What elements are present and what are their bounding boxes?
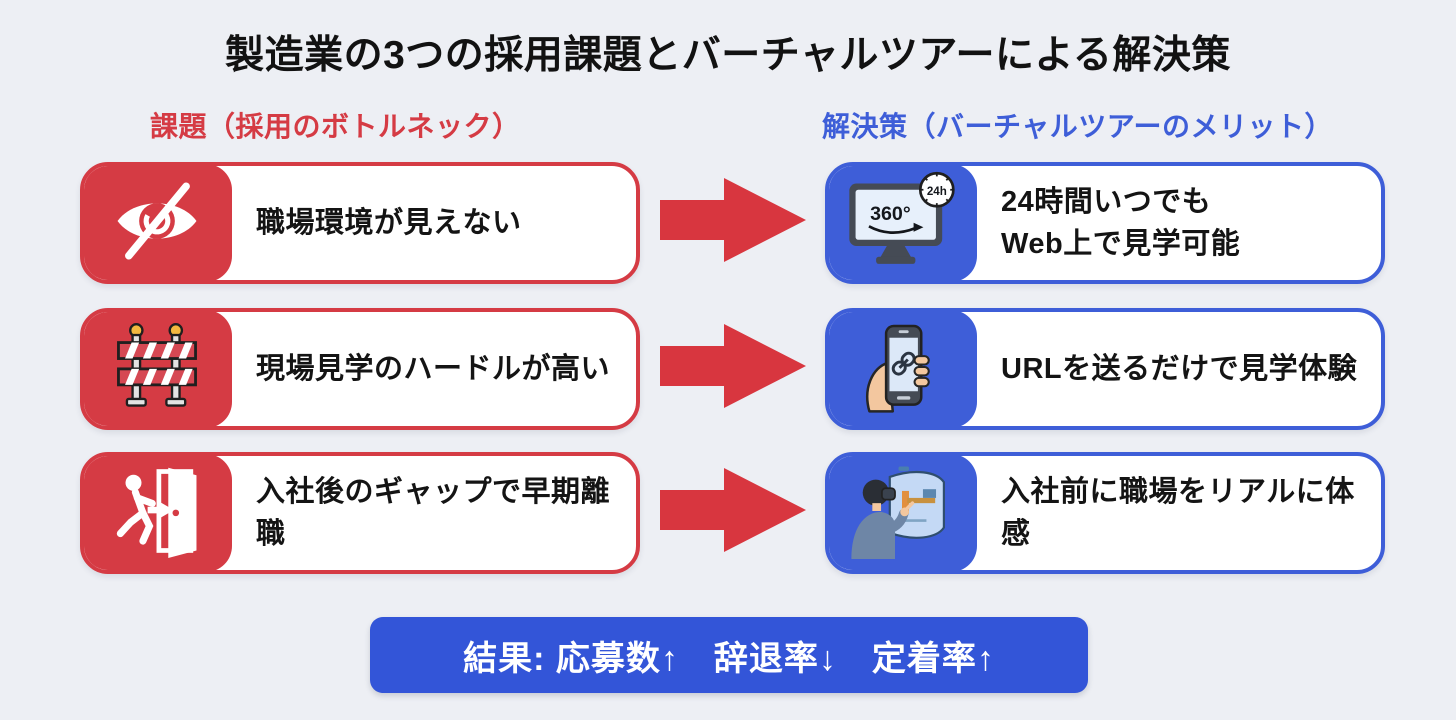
- solution-text-1: 24時間いつでも Web上で見学可能: [1001, 185, 1241, 260]
- exit-door-icon: [110, 464, 204, 563]
- arrow-right-icon: [660, 468, 806, 552]
- arrow-right-icon: [660, 178, 806, 262]
- svg-text:360°: 360°: [870, 203, 911, 225]
- problems-column-header: 課題（採用のボトルネック）: [150, 111, 521, 142]
- phone-link-icon: [856, 318, 948, 421]
- problem-card-3: 入社後のギャップで早期離職: [80, 452, 640, 574]
- solution-text-3: 入社前に職場をリアルに体感: [1001, 475, 1355, 550]
- vr-headset-icon: [849, 463, 955, 564]
- problem-text-1: 職場環境が見えない: [256, 206, 522, 239]
- solution-card-3: 入社前に職場をリアルに体感: [825, 452, 1385, 574]
- problem-iconbox-1: [84, 166, 232, 280]
- solutions-column-header: 解決策（バーチャルツアーのメリット）: [822, 111, 1334, 142]
- problem-text-3: 入社後のギャップで早期離職: [256, 475, 611, 550]
- barrier-icon: [110, 320, 204, 419]
- result-banner-text: 結果: 応募数↑ 辞退率↓ 定着率↑: [463, 639, 995, 678]
- problem-iconbox-3: [84, 456, 232, 570]
- solution-card-2: URLを送るだけで見学体験: [825, 308, 1385, 430]
- problem-card-1: 職場環境が見えない: [80, 162, 640, 284]
- page-title: 製造業の3つの採用課題とバーチャルツアーによる解決策: [225, 34, 1231, 77]
- solution-iconbox-2: [829, 312, 977, 426]
- problem-card-2: 現場見学のハードルが高い: [80, 308, 640, 430]
- problem-text-2: 現場見学のハードルが高い: [256, 352, 611, 385]
- solution-card-1: 360° 24h 24時間いつでも Web上で: [825, 162, 1385, 284]
- eye-slash-icon: [110, 174, 204, 273]
- svg-text:24h: 24h: [927, 185, 947, 198]
- monitor-360-icon: 360° 24h: [843, 171, 961, 276]
- solution-text-2: URLを送るだけで見学体験: [1001, 352, 1358, 385]
- result-banner: 結果: 応募数↑ 辞退率↓ 定着率↑: [370, 617, 1088, 693]
- problem-iconbox-2: [84, 312, 232, 426]
- solution-iconbox-3: [829, 456, 977, 570]
- solution-iconbox-1: 360° 24h: [829, 166, 977, 280]
- arrow-right-icon: [660, 324, 806, 408]
